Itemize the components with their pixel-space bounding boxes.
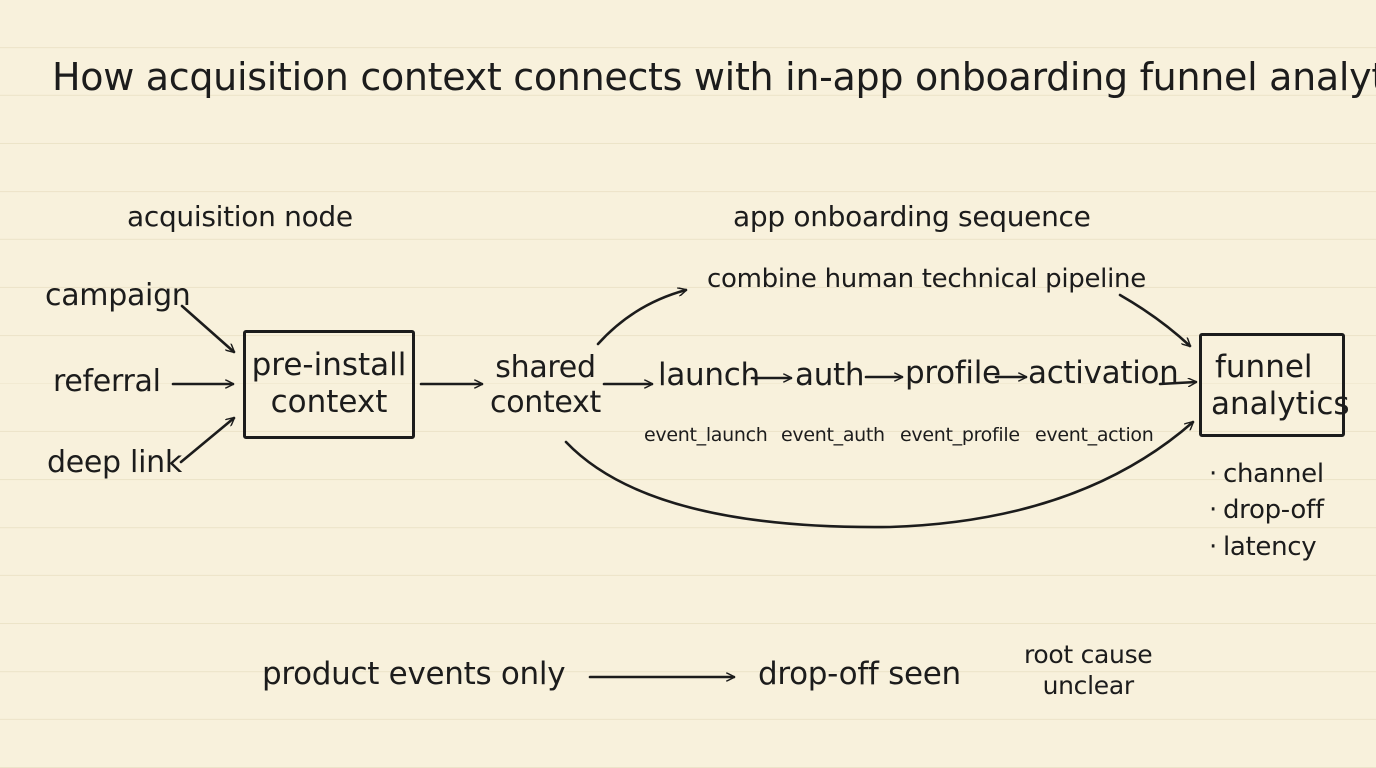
pre-install-line1: pre-install [251, 347, 407, 383]
root-cause-line1: root cause [1024, 640, 1153, 669]
funnel-bullet-drop-off: ·drop-off [1209, 497, 1324, 523]
funnel-analytics-box [1199, 333, 1345, 437]
bullet-label: drop-off [1222, 495, 1324, 525]
acquisition-heading: acquisition node [127, 200, 353, 233]
bullet-dot: · [1209, 532, 1217, 562]
bottom-drop-off-seen: drop-off seen [758, 656, 961, 692]
bullet-label: channel [1222, 459, 1324, 489]
funnel-bullet-channel: ·channel [1209, 461, 1324, 487]
arrow-campaign-to-preinstall [180, 304, 234, 352]
bullet-label: latency [1222, 532, 1317, 562]
step-activation: activation [1028, 355, 1179, 391]
pre-install-line2: context [270, 384, 388, 421]
root-cause-line2: unclear [1042, 671, 1135, 701]
onboarding-heading: app onboarding sequence [733, 200, 1091, 233]
event-profile: event_profile [900, 424, 1020, 446]
shared-context: shared context [490, 350, 601, 421]
funnel-bullet-latency: ·latency [1209, 532, 1317, 562]
step-auth: auth [795, 357, 865, 393]
shared-line1: shared [495, 350, 596, 385]
pipeline-label: combine human technical pipeline [707, 264, 1146, 294]
bullet-dot: · [1209, 459, 1217, 489]
source-referral: referral [53, 364, 161, 399]
arrow-deeplink-to-preinstall [179, 418, 234, 464]
step-profile: profile [905, 355, 1001, 391]
shared-line2: context [490, 385, 601, 421]
pre-install-context-box [243, 330, 415, 439]
bottom-root-cause-note: root cause unclear [1024, 639, 1153, 702]
source-deep-link: deep link [47, 445, 182, 480]
event-auth: event_auth [781, 424, 885, 446]
event-launch: event_launch [644, 424, 768, 446]
arrow-activation-to-funnel [1158, 382, 1198, 384]
page-title: How acquisition context connects with in… [52, 55, 1376, 99]
step-launch: launch [658, 357, 760, 393]
arrow-shared-to-pipeline [596, 290, 686, 346]
event-action: event_action [1035, 424, 1154, 446]
arrow-pipeline-to-funnel [1118, 293, 1190, 346]
bullet-dot: · [1209, 495, 1217, 525]
arrow-shared-to-funnel-bypass [564, 422, 1193, 529]
funnel-line2: analytics [1211, 386, 1350, 423]
source-campaign: campaign [45, 278, 191, 313]
bottom-product-events-only: product events only [262, 656, 566, 692]
funnel-analytics-label: funnel analytics [1199, 349, 1350, 423]
pre-install-context-label: pre-install context [243, 347, 415, 421]
funnel-line1: funnel [1215, 349, 1313, 385]
